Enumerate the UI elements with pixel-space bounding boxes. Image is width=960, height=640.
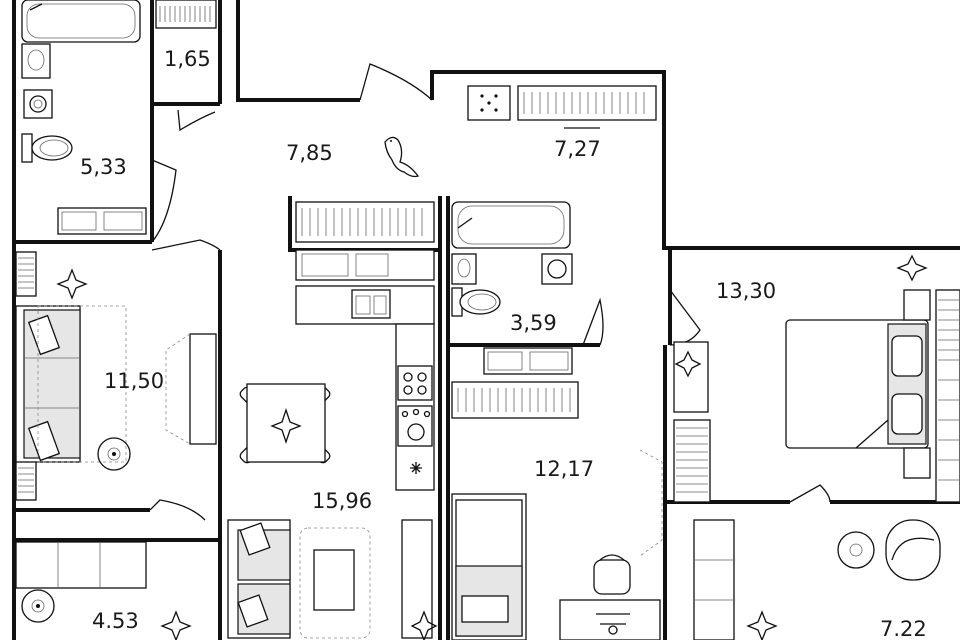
room-labels: 5,33 1,65 7,85 7,27 11,50 15,96 3,59 12,… (80, 47, 927, 640)
living-room-furniture (15, 251, 217, 501)
bathroom-1-fixtures (21, 0, 147, 235)
area-bathroom-2: 3,59 (510, 311, 557, 335)
walls (12, 0, 960, 640)
balcony-2-furniture (410, 519, 941, 640)
dog-icon (384, 136, 420, 178)
area-bathroom-1: 5,33 (80, 155, 127, 179)
area-hallway: 7,85 (286, 141, 333, 165)
area-storage: 1,65 (164, 47, 211, 71)
bedroom-2-furniture (451, 381, 663, 640)
area-balcony-2: 7.22 (880, 617, 927, 640)
bedroom-1-furniture (673, 254, 960, 503)
area-balcony-1: 4.53 (92, 609, 139, 633)
storage-shelves (155, 0, 217, 29)
area-bedroom-1: 13,30 (716, 279, 776, 303)
area-kitchen-living: 15,96 (312, 489, 372, 513)
bathroom-2-fixtures (451, 201, 573, 375)
kitchen-sofa (227, 519, 371, 639)
wardrobe-fixtures (467, 85, 657, 129)
balcony-1-furniture (15, 541, 192, 640)
dining-table (239, 383, 331, 464)
area-wardrobe: 7,27 (554, 137, 601, 161)
kitchen-fixtures (295, 201, 435, 639)
area-bedroom-2: 12,17 (534, 457, 594, 481)
doors (149, 63, 831, 521)
area-living-room: 11,50 (104, 369, 164, 393)
